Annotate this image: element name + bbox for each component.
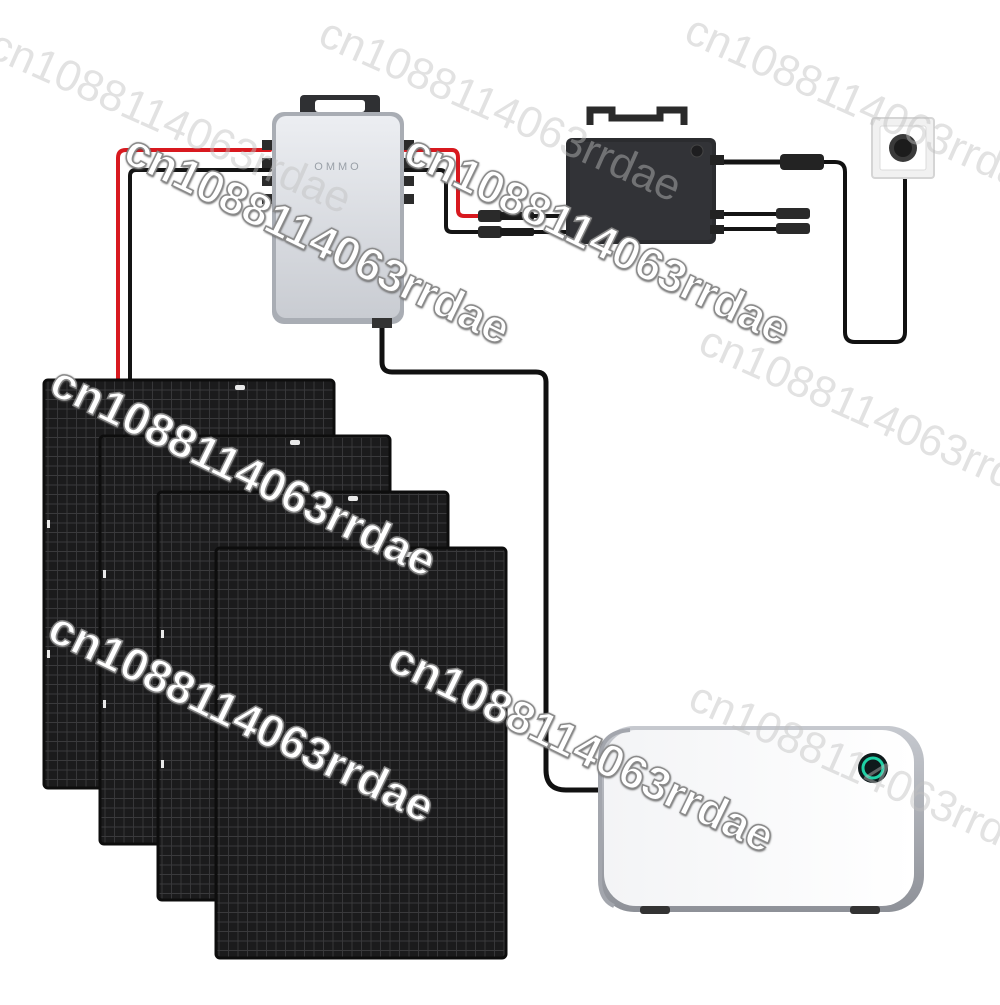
cables [116, 148, 907, 793]
microinverter-device [566, 106, 824, 244]
black-cable-left [128, 168, 272, 387]
solar-panels [42, 378, 508, 960]
battery-cable [379, 317, 603, 793]
grid-cable [818, 160, 907, 344]
battery-unit [598, 726, 924, 914]
optimizer-device: OMMO [262, 95, 414, 328]
black-cable-right [403, 168, 482, 234]
red-cable [116, 148, 272, 387]
mc4-connectors-left [478, 210, 566, 238]
red-cable-right [403, 148, 482, 218]
solar-panel-4 [214, 546, 508, 960]
wall-outlet [871, 117, 935, 179]
optimizer-brand-label: OMMO [314, 161, 361, 173]
